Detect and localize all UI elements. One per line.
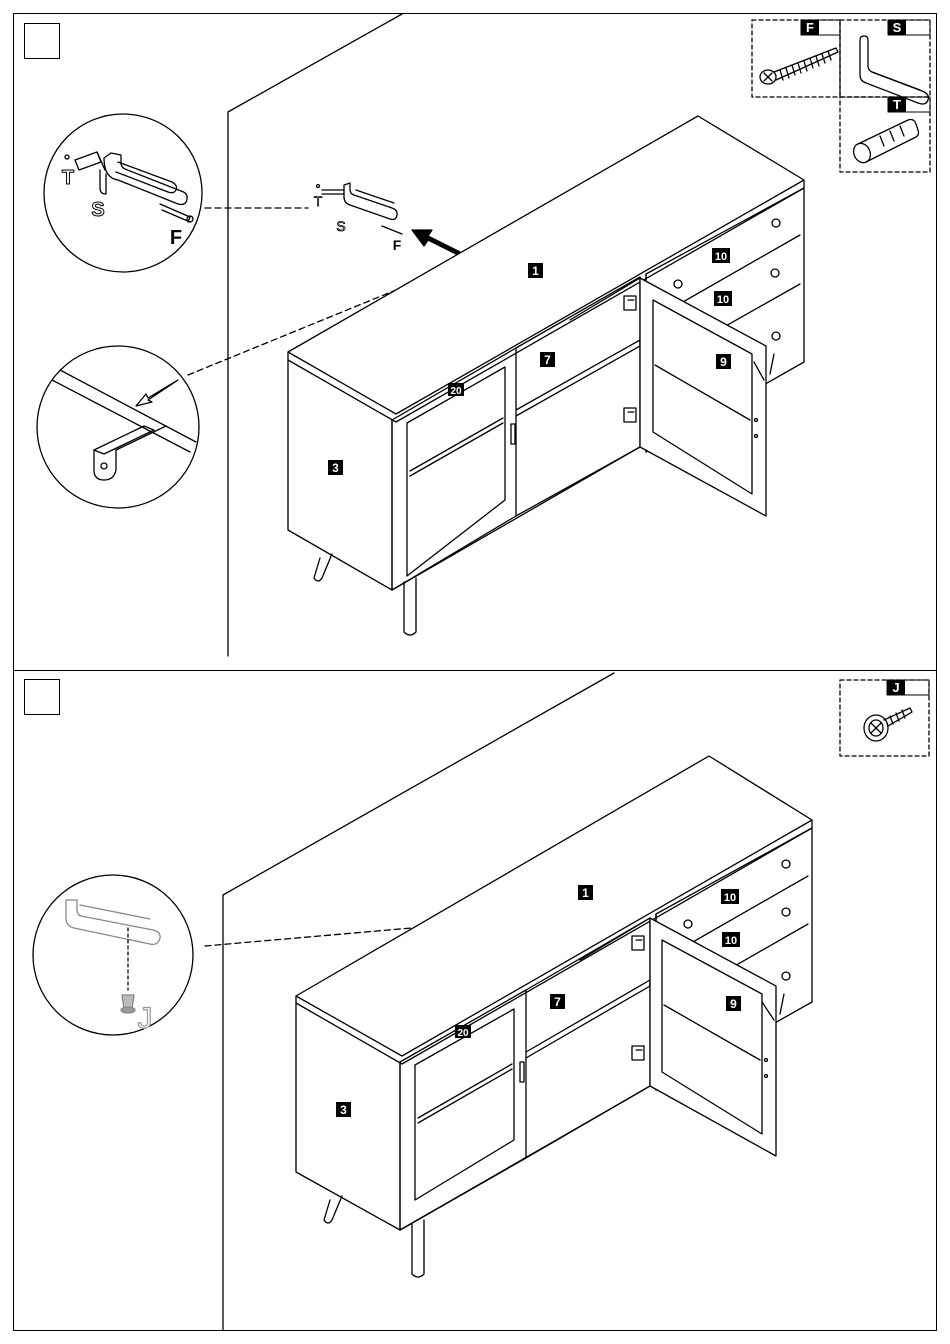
screw-icon <box>864 708 912 741</box>
callout-label-T: T <box>62 167 74 189</box>
part-label-drawer: 10 <box>724 892 736 904</box>
assembly-label-F: F <box>393 237 402 253</box>
part-label-shelf: 7 <box>544 353 551 367</box>
hardware-box-group: F S T <box>752 20 930 172</box>
part-label-glass: 20 <box>457 1028 469 1039</box>
part-label-side: 3 <box>340 1103 347 1117</box>
part-label-door: 9 <box>720 355 727 369</box>
part-label-side: 3 <box>332 461 339 475</box>
hardware-code-T: T <box>893 97 901 112</box>
callout-label-S: S <box>91 199 104 221</box>
callout-label-F: F <box>170 227 182 249</box>
wall-anchor-icon <box>851 120 919 166</box>
part-label-drawer: 10 <box>717 294 729 306</box>
callout-detail-screw: J <box>33 875 193 1035</box>
sideboard-cabinet: 1 3 7 9 10 10 20 <box>296 756 812 1277</box>
part-label-glass: 20 <box>450 386 462 397</box>
part-label-shelf: 7 <box>554 995 561 1009</box>
part-label-top: 1 <box>582 886 589 900</box>
hardware-code-J: J <box>892 680 899 695</box>
hardware-code-S: S <box>893 20 902 35</box>
screw-icon <box>760 48 838 84</box>
callout-detail-underside <box>37 346 199 508</box>
assembly-label-S: S <box>336 218 345 234</box>
part-label-drawer: 10 <box>725 935 737 947</box>
callout-detail-bracket: T S F <box>44 114 202 272</box>
assembly-label-T: T <box>314 193 323 209</box>
part-label-door: 9 <box>730 997 737 1011</box>
part-label-top: 1 <box>532 264 539 278</box>
part-label-drawer: 10 <box>715 251 727 263</box>
bracket-assembly-small: T S F <box>314 183 402 253</box>
callout-label-J: J <box>138 1002 153 1035</box>
hardware-code-F: F <box>806 20 814 35</box>
push-arrow-icon <box>412 230 460 256</box>
bracket-icon <box>860 36 928 104</box>
